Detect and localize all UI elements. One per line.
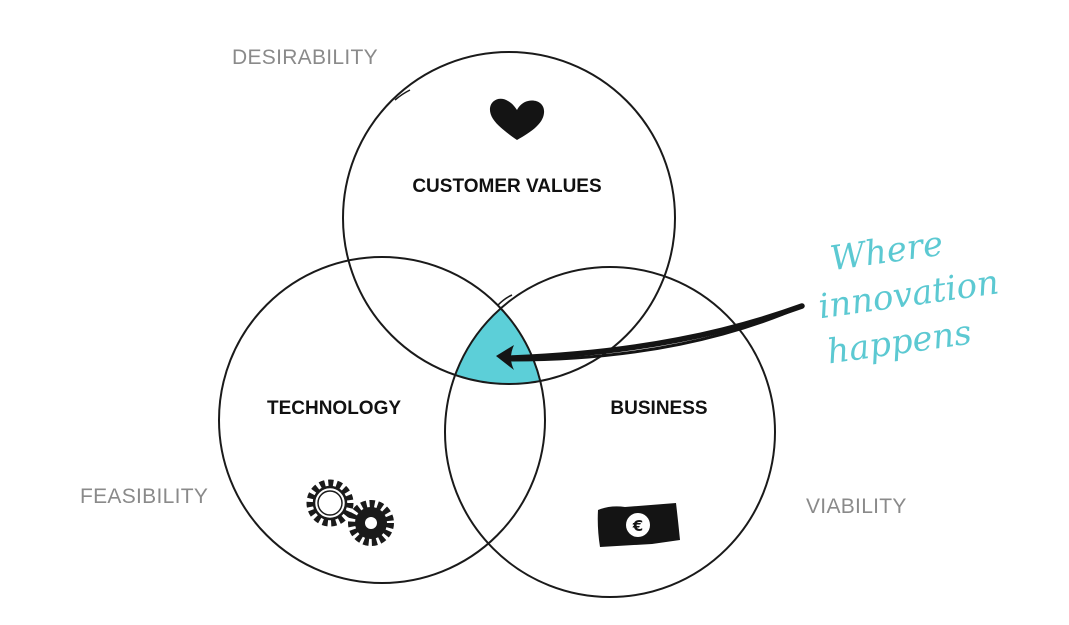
business-circle (444, 266, 776, 598)
euro-symbol: € (632, 517, 643, 535)
innovation-annotation: Where innovation happens (809, 218, 1001, 376)
arrow-head (496, 345, 514, 370)
feasibility-label: FEASIBILITY (80, 485, 209, 508)
innovation-arrow (496, 303, 805, 370)
heart-icon (489, 98, 545, 140)
desirability-label: DESIRABILITY (232, 46, 378, 69)
customer-values-circle (342, 51, 676, 385)
customer-values-label: CUSTOMER VALUES (412, 176, 602, 197)
innovation-intersection (445, 267, 545, 384)
technology-circle (218, 256, 546, 584)
viability-label: VIABILITY (806, 495, 907, 518)
euro-banknote-icon: € (597, 503, 680, 547)
technology-label: TECHNOLOGY (266, 398, 402, 419)
gears-icon (306, 479, 394, 546)
business-label: BUSINESS (610, 398, 708, 419)
